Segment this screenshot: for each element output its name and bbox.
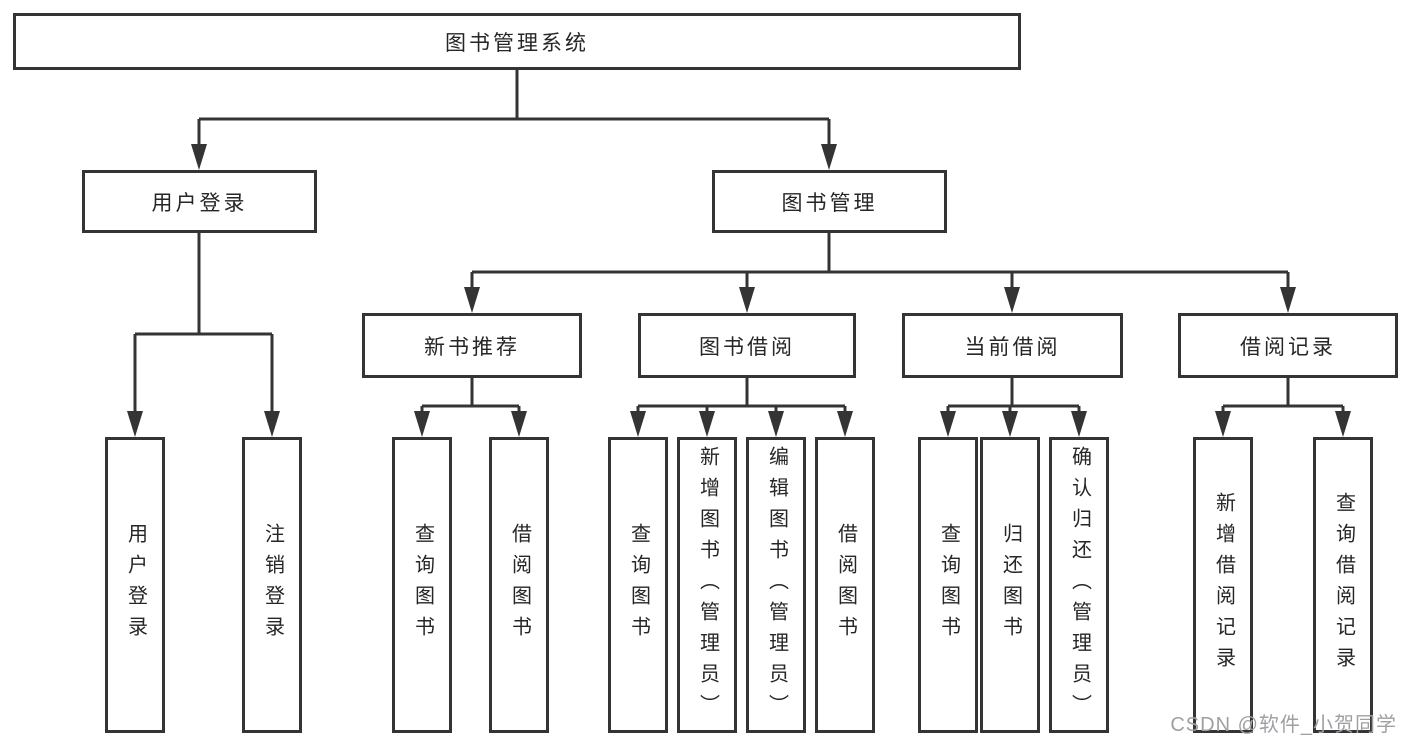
leaf-add-book-admin: 新增图书（管理员）: [677, 437, 737, 733]
leaf-logout-label: 注销登录: [261, 523, 284, 647]
leaf-query-books-current: 查询图书: [918, 437, 978, 733]
connector-root-to-level2: [197, 70, 831, 148]
connector-borrowrecords-to-leaves: [1221, 378, 1345, 415]
node-current-borrowing-label: 当前借阅: [964, 335, 1061, 359]
arrow-down-icon: [1002, 411, 1018, 437]
leaf-user-login: 用户登录: [105, 437, 165, 733]
leaf-add-borrow-record: 新增借阅记录: [1193, 437, 1253, 733]
arrow-down-icon: [837, 411, 853, 437]
arrow-down-icon: [264, 411, 280, 437]
leaf-logout: 注销登录: [242, 437, 302, 733]
arrow-down-icon: [768, 411, 784, 437]
leaf-query-borrow-record-label: 查询借阅记录: [1332, 492, 1355, 678]
leaf-borrow-books-recommend: 借阅图书: [489, 437, 549, 733]
leaf-query-books-recommend-label: 查询图书: [411, 523, 434, 647]
leaf-return-books: 归还图书: [980, 437, 1040, 733]
leaf-borrow-books-label: 借阅图书: [834, 523, 857, 647]
node-borrowing-records-label: 借阅记录: [1240, 335, 1336, 359]
node-book-management: 图书管理: [712, 170, 947, 233]
leaf-query-books-recommend: 查询图书: [392, 437, 452, 733]
arrow-down-icon: [821, 144, 837, 170]
leaf-add-borrow-record-label: 新增借阅记录: [1212, 492, 1235, 678]
node-current-borrowing: 当前借阅: [902, 313, 1123, 378]
node-book-management-label: 图书管理: [781, 191, 878, 215]
leaf-user-login-label: 用户登录: [124, 523, 147, 647]
leaf-edit-book-admin-label: 编辑图书（管理员）: [765, 445, 788, 725]
node-borrowing-records: 借阅记录: [1178, 313, 1398, 378]
arrow-down-icon: [940, 411, 956, 437]
node-root-library-system: 图书管理系统: [13, 13, 1021, 70]
leaf-query-books-borrow: 查询图书: [608, 437, 668, 733]
arrow-down-icon: [1071, 411, 1087, 437]
node-book-borrowing-label: 图书借阅: [699, 335, 795, 359]
leaf-add-book-admin-label: 新增图书（管理员）: [696, 445, 719, 725]
leaf-edit-book-admin: 编辑图书（管理员）: [746, 437, 806, 733]
arrow-down-icon: [699, 411, 715, 437]
leaf-query-books-borrow-label: 查询图书: [627, 523, 650, 647]
arrow-down-icon: [464, 287, 480, 313]
connector-userlogin-to-leaves: [133, 233, 274, 415]
arrow-down-icon: [191, 144, 207, 170]
leaf-query-borrow-record: 查询借阅记录: [1313, 437, 1373, 733]
node-book-borrowing: 图书借阅: [638, 313, 856, 378]
leaf-return-books-label: 归还图书: [999, 523, 1022, 647]
arrow-down-icon: [1215, 411, 1231, 437]
arrow-down-icon: [127, 411, 143, 437]
connector-bookborrow-to-leaves: [636, 378, 847, 415]
arrow-down-icon: [630, 411, 646, 437]
connector-paths: [133, 70, 1345, 415]
arrowhead-icons: [127, 144, 1351, 437]
arrow-down-icon: [1335, 411, 1351, 437]
connector-currentborrow-to-leaves: [946, 378, 1081, 415]
leaf-confirm-return-admin-label: 确认归还（管理员）: [1068, 445, 1091, 725]
connector-bookmgmt-to-level3: [470, 233, 1290, 291]
arrow-down-icon: [414, 411, 430, 437]
connector-newbookrec-to-leaves: [420, 378, 521, 415]
node-new-book-recommendation-label: 新书推荐: [424, 335, 520, 359]
node-user-login: 用户登录: [82, 170, 317, 233]
leaf-borrow-books-recommend-label: 借阅图书: [508, 523, 531, 647]
node-user-login-label: 用户登录: [151, 191, 248, 215]
arrow-down-icon: [1280, 287, 1296, 313]
node-root-label: 图书管理系统: [445, 31, 589, 55]
node-new-book-recommendation: 新书推荐: [362, 313, 582, 378]
leaf-borrow-books: 借阅图书: [815, 437, 875, 733]
arrow-down-icon: [1004, 287, 1020, 313]
csdn-watermark: CSDN @软件_小贺同学: [1170, 714, 1397, 736]
arrow-down-icon: [739, 287, 755, 313]
arrow-down-icon: [511, 411, 527, 437]
leaf-query-books-current-label: 查询图书: [937, 523, 960, 647]
leaf-confirm-return-admin: 确认归还（管理员）: [1049, 437, 1109, 733]
